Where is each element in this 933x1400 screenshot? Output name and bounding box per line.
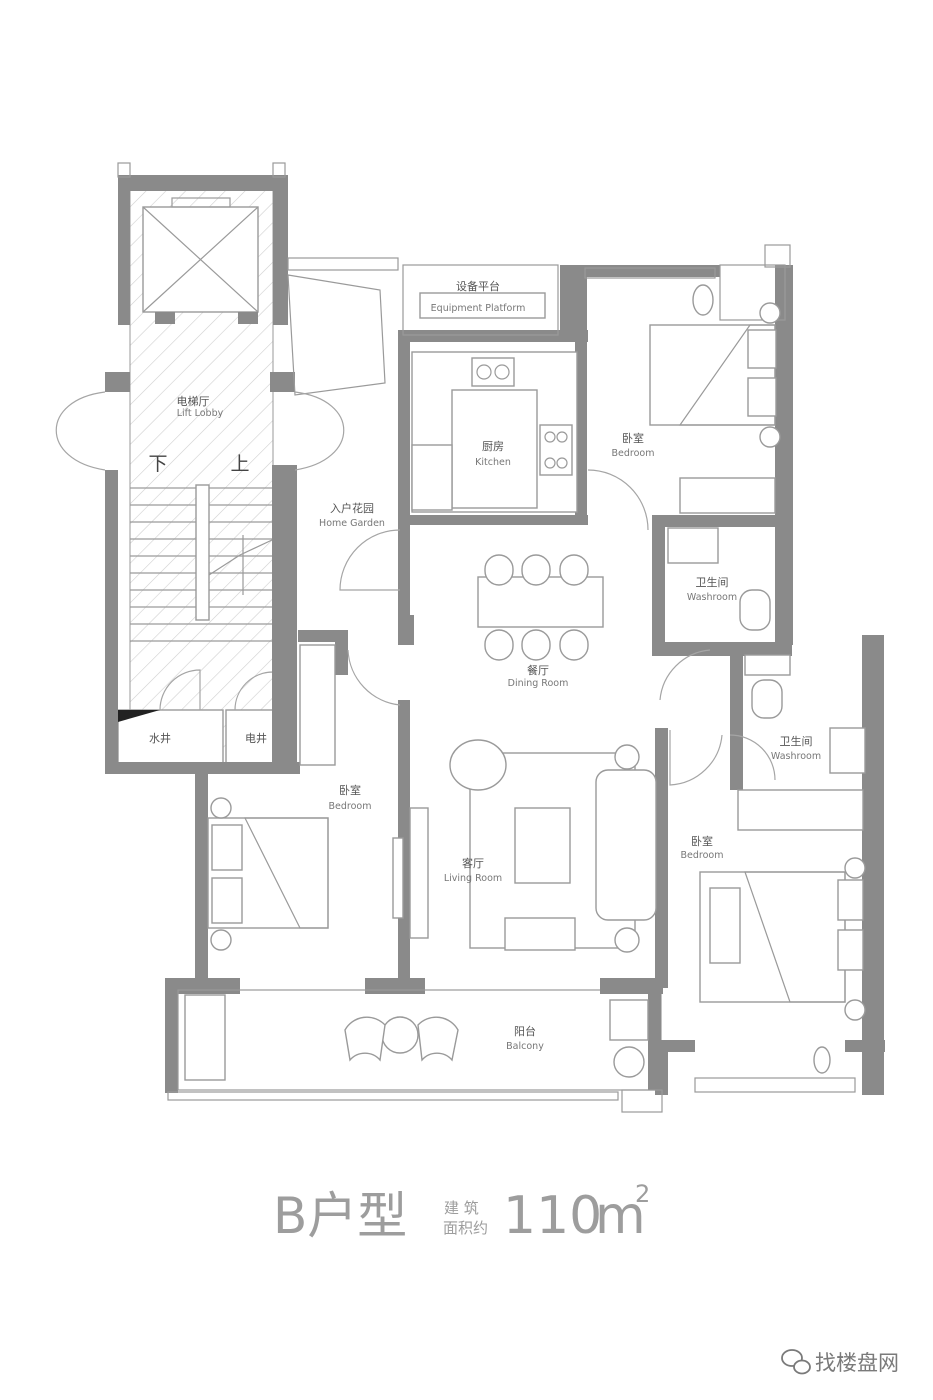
label-bedroom-w-en: Bedroom — [329, 801, 372, 812]
label-lift-lobby-en: Lift Lobby — [177, 408, 224, 419]
label-washroom-1-en: Washroom — [687, 592, 737, 603]
unit-type-name: B户型 — [273, 1187, 407, 1245]
label-bedroom-ne-en: Bedroom — [612, 448, 655, 459]
label-dining-en: Dining Room — [508, 678, 569, 689]
label-kitchen-cn: 厨房 — [482, 440, 504, 453]
label-bedroom-w-cn: 卧室 — [339, 783, 361, 797]
lift-core — [117, 189, 282, 766]
label-home-garden-en: Home Garden — [319, 518, 385, 529]
area-unit-superscript: 2 — [635, 1180, 650, 1208]
label-home-garden-cn: 入户花园 — [330, 501, 374, 515]
label-bedroom-se-en: Bedroom — [681, 850, 724, 861]
label-washroom-1-cn: 卫生间 — [696, 575, 729, 589]
furniture — [184, 284, 866, 1081]
label-bedroom-ne-cn: 卧室 — [622, 431, 644, 445]
area-label-line1: 建 筑 — [444, 1199, 479, 1217]
unit-title: B户型 建 筑 面积约 110 m 2 — [273, 1180, 650, 1246]
label-lift-lobby-cn: 电梯厅 — [177, 395, 210, 408]
label-kitchen-en: Kitchen — [475, 457, 511, 468]
walls — [105, 162, 885, 1113]
label-living-en: Living Room — [444, 873, 502, 884]
area-value: 110 — [503, 1186, 602, 1246]
area-label-line2: 面积约 — [443, 1219, 488, 1237]
label-balcony-en: Balcony — [506, 1041, 544, 1052]
label-electric-shaft: 电井 — [245, 731, 267, 745]
label-washroom-2-cn: 卫生间 — [780, 734, 813, 748]
watermark-text: 找楼盘网 — [815, 1351, 899, 1375]
label-water-shaft: 水井 — [149, 731, 171, 745]
label-living-cn: 客厅 — [462, 856, 484, 870]
label-balcony-cn: 阳台 — [514, 1024, 536, 1038]
label-equipment-platform-cn: 设备平台 — [456, 279, 500, 293]
wechat-icon — [781, 1349, 811, 1375]
label-stair-down: 下 — [148, 453, 167, 475]
label-washroom-2-en: Washroom — [771, 751, 821, 762]
label-dining-cn: 餐厅 — [527, 663, 549, 677]
label-bedroom-se-cn: 卧室 — [691, 834, 713, 848]
watermark: 找楼盘网 — [781, 1349, 899, 1375]
room-labels: 设备平台 Equipment Platform 电梯厅 Lift Lobby 下… — [148, 279, 821, 1052]
doors — [55, 391, 776, 786]
area-unit: m — [595, 1186, 646, 1246]
label-stair-up: 上 — [230, 453, 249, 475]
label-equipment-platform-en: Equipment Platform — [431, 303, 526, 314]
